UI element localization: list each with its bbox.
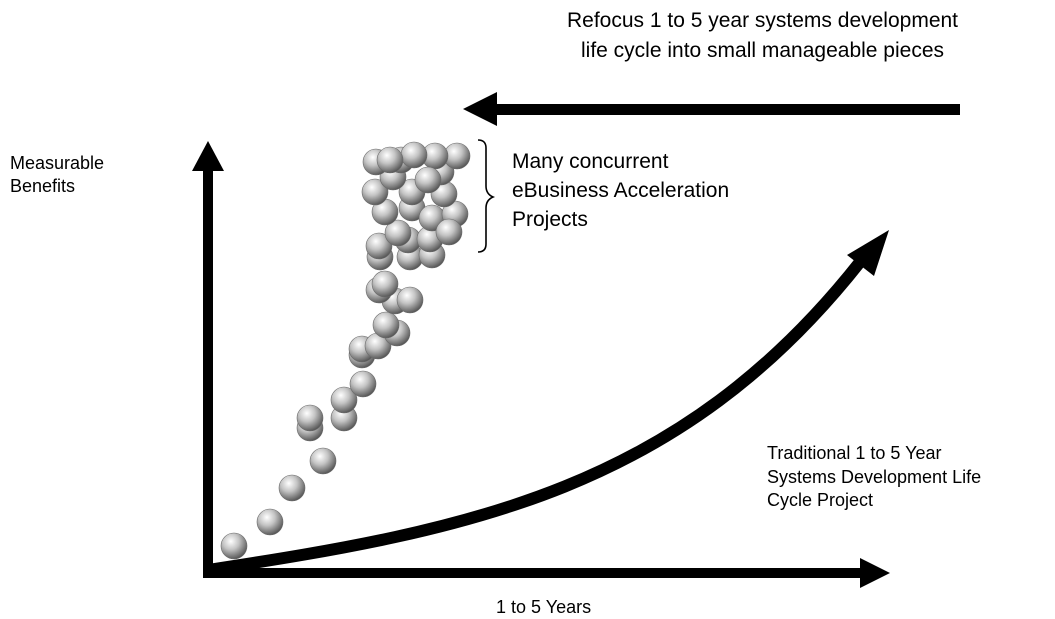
project-sphere — [278, 474, 306, 502]
project-sphere — [372, 311, 400, 339]
y-axis-label-line-1: Measurable — [10, 153, 105, 173]
project-sphere — [365, 232, 393, 260]
project-sphere — [349, 370, 377, 398]
project-sphere — [384, 219, 412, 247]
x-axis-arrow — [203, 558, 890, 588]
title: Refocus 1 to 5 year systems development … — [470, 6, 1055, 66]
project-sphere — [330, 386, 358, 414]
project-sphere — [400, 141, 428, 169]
project-sphere — [396, 286, 424, 314]
concurrent-projects-label: Many concurrent eBusiness Acceleration P… — [512, 147, 792, 234]
y-axis-label: Measurable Benefits — [10, 152, 160, 198]
project-spheres — [220, 141, 471, 560]
project-sphere — [309, 447, 337, 475]
traditional-curve-arrow — [207, 230, 889, 576]
project-sphere — [371, 270, 399, 298]
project-sphere — [361, 178, 389, 206]
project-sphere — [220, 532, 248, 560]
traditional-line-1: Traditional 1 to 5 Year — [767, 443, 942, 463]
project-sphere — [414, 166, 442, 194]
curly-bracket — [477, 139, 496, 253]
project-sphere — [256, 508, 284, 536]
y-axis-label-line-2: Benefits — [10, 176, 76, 196]
traditional-project-label: Traditional 1 to 5 Year Systems Developm… — [767, 442, 1055, 513]
traditional-line-2: Systems Development Life — [767, 466, 982, 487]
concurrent-projects-line-3: Projects — [512, 208, 588, 231]
project-sphere — [435, 218, 463, 246]
title-line-2: life cycle into small manageable pieces — [580, 39, 945, 62]
title-line-1: Refocus 1 to 5 year systems development — [566, 9, 959, 32]
y-axis-arrow — [192, 141, 224, 578]
project-sphere — [376, 146, 404, 174]
traditional-line-3: Cycle Project — [767, 490, 874, 510]
concurrent-projects-line-1: Many concurrent — [512, 150, 669, 173]
concurrent-projects-line-2: eBusiness Acceleration — [512, 179, 730, 202]
refocus-arrow — [463, 92, 960, 126]
project-sphere — [296, 404, 324, 432]
x-axis-label: 1 to 5 Years — [496, 597, 592, 617]
